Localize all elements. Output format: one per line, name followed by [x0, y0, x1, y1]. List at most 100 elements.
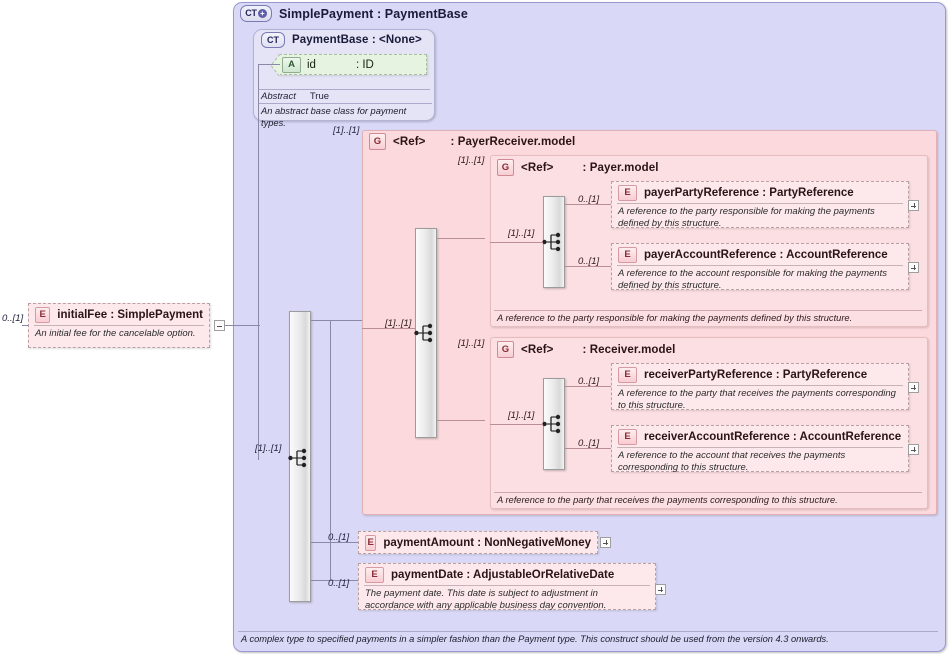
basetype-title-label: PaymentBase : <None> — [292, 34, 422, 46]
plus-circle-icon[interactable]: + — [257, 9, 267, 18]
connector-initialfee-2 — [22, 325, 28, 326]
connector-receiver-branch — [437, 420, 485, 421]
attribute-icon: A — [282, 56, 301, 73]
initialfee-name-label: initialFee : SimplePayment — [57, 309, 203, 321]
group-icon: G — [369, 133, 386, 150]
paymentdate-cardinality: 0..[1] — [328, 578, 350, 589]
payeraccountreference-header: E payerAccountReference : AccountReferen… — [612, 244, 908, 265]
receiveraccountreference-element[interactable]: E receiverAccountReference : AccountRefe… — [611, 425, 909, 473]
basetype-doc: An abstract base class for payment types… — [258, 103, 432, 129]
payerreceiver-cardinality: [1]..[1] — [333, 125, 360, 136]
plus-icon-v — [914, 385, 915, 390]
sequence-glyph-icon — [542, 414, 561, 434]
plus-icon-v — [661, 587, 662, 592]
payerpartyreference-name-label: payerPartyReference : PartyReference — [644, 187, 854, 199]
connector-payerparty — [565, 204, 611, 205]
payer-title: G <Ref> : Payer.model — [497, 159, 659, 176]
initialfee-collapse-toggle[interactable] — [214, 320, 225, 331]
abstract-property-value: True — [309, 91, 330, 102]
payeraccountreference-element[interactable]: E payerAccountReference : AccountReferen… — [611, 243, 909, 291]
payeraccountreference-name-label: payerAccountReference : AccountReference — [644, 249, 888, 261]
paymentamount-cardinality: 0..[1] — [328, 532, 350, 543]
group-icon: G — [497, 159, 514, 176]
receiver-ref-label: <Ref> — [521, 343, 554, 356]
receiverpartyreference-name-label: receiverPartyReference : PartyReference — [644, 369, 868, 381]
payerreceiver-name-label: : PayerReceiver.model — [450, 135, 576, 148]
receiverpartyreference-doc: A reference to the party that receives t… — [617, 385, 903, 414]
paymentdate-expand-toggle[interactable] — [655, 584, 666, 595]
initialfee-element[interactable]: E initialFee : SimplePayment An initial … — [28, 303, 210, 348]
attribute-type-label: : ID — [355, 58, 374, 71]
plus-icon — [911, 268, 916, 269]
receiver-name-label: : Receiver.model — [582, 343, 676, 356]
payerpartyreference-doc: A reference to the party responsible for… — [617, 203, 903, 232]
abstract-property-row: Abstract True — [258, 89, 430, 103]
sequence-glyph-icon — [288, 448, 307, 468]
root-branch-date — [311, 580, 358, 581]
payerreceiver-title: G <Ref> : PayerReceiver.model — [369, 133, 575, 150]
element-icon: E — [365, 567, 384, 583]
payerparty-cardinality: 0..[1] — [578, 194, 600, 205]
payerpartyreference-expand-toggle[interactable] — [908, 200, 919, 211]
paymentamount-element[interactable]: E paymentAmount : NonNegativeMoney — [358, 531, 598, 554]
plus-icon-v — [914, 447, 915, 452]
element-icon: E — [35, 307, 51, 323]
payerpartyreference-element[interactable]: E payerPartyReference : PartyReference A… — [611, 181, 909, 229]
payer-name-label: : Payer.model — [582, 161, 659, 174]
root-title: CT+ SimplePayment : PaymentBase — [240, 5, 468, 22]
receiverpartyreference-element[interactable]: E receiverPartyReference : PartyReferenc… — [611, 363, 909, 411]
attribute-chevron-icon — [270, 54, 280, 77]
complextype-plus-icon[interactable]: CT+ — [240, 5, 272, 22]
connector-receiveraccount — [565, 448, 611, 449]
payerreceiver-seq-cardinality: [1]..[1] — [385, 318, 412, 329]
minus-icon — [217, 326, 222, 327]
receiveraccountreference-expand-toggle[interactable] — [908, 444, 919, 455]
payeraccountreference-expand-toggle[interactable] — [908, 262, 919, 273]
paymentdate-name-label: paymentDate : AdjustableOrRelativeDate — [391, 569, 615, 581]
receiveraccount-cardinality: 0..[1] — [578, 438, 600, 449]
receiver-group-doc: A reference to the party that receives t… — [494, 492, 922, 507]
element-icon: E — [618, 185, 637, 201]
payer-cardinality: [1]..[1] — [458, 155, 485, 166]
receiveraccountreference-name-label: receiverAccountReference : AccountRefere… — [644, 431, 902, 443]
connector-receiverparty — [565, 386, 611, 387]
plus-icon — [603, 543, 608, 544]
group-icon: G — [497, 341, 514, 358]
receiverparty-cardinality: 0..[1] — [578, 376, 600, 387]
paymentamount-expand-toggle[interactable] — [600, 537, 611, 548]
abstract-property-key: Abstract — [261, 91, 296, 102]
root-title-label: SimplePayment : PaymentBase — [279, 6, 468, 21]
initialfee-doc: An initial fee for the cancelable option… — [34, 325, 204, 343]
connector-payerreceiver-in — [362, 328, 415, 329]
payeraccountreference-doc: A reference to the account responsible f… — [617, 265, 903, 294]
paymentdate-header: E paymentDate : AdjustableOrRelativeDate — [359, 564, 655, 585]
plus-icon-v — [914, 265, 915, 270]
receiveraccountreference-header: E receiverAccountReference : AccountRefe… — [612, 426, 908, 447]
complextype-icon: CT — [261, 32, 285, 48]
element-icon: E — [618, 367, 637, 383]
receiverpartyreference-header: E receiverPartyReference : PartyReferenc… — [612, 364, 908, 385]
element-icon: E — [365, 535, 377, 551]
basetype-title: CT PaymentBase : <None> — [261, 32, 422, 48]
plus-icon — [911, 206, 916, 207]
receiver-title: G <Ref> : Receiver.model — [497, 341, 675, 358]
connector-payer-branch — [437, 238, 485, 239]
connector-payer-in — [490, 242, 543, 243]
connector-basetype-h — [258, 64, 280, 65]
attribute-id-box[interactable]: A id : ID — [270, 54, 427, 77]
root-sequence-cardinality: [1]..[1] — [255, 443, 282, 454]
connector-receiver-in — [490, 424, 543, 425]
receiverpartyreference-expand-toggle[interactable] — [908, 382, 919, 393]
connector-initialfee — [225, 325, 260, 326]
paymentdate-element[interactable]: E paymentDate : AdjustableOrRelativeDate… — [358, 563, 656, 611]
connector-basetype-v — [258, 64, 259, 460]
attribute-name-label: id — [307, 58, 316, 71]
initialfee-header: E initialFee : SimplePayment — [29, 304, 209, 325]
payer-group-doc: A reference to the party responsible for… — [494, 310, 922, 325]
payer-ref-label: <Ref> — [521, 161, 554, 174]
plus-icon — [911, 388, 916, 389]
plus-icon — [658, 590, 663, 591]
payer-seq-cardinality: [1]..[1] — [508, 228, 535, 239]
root-branch-amount — [311, 542, 358, 543]
element-icon: E — [618, 429, 637, 445]
